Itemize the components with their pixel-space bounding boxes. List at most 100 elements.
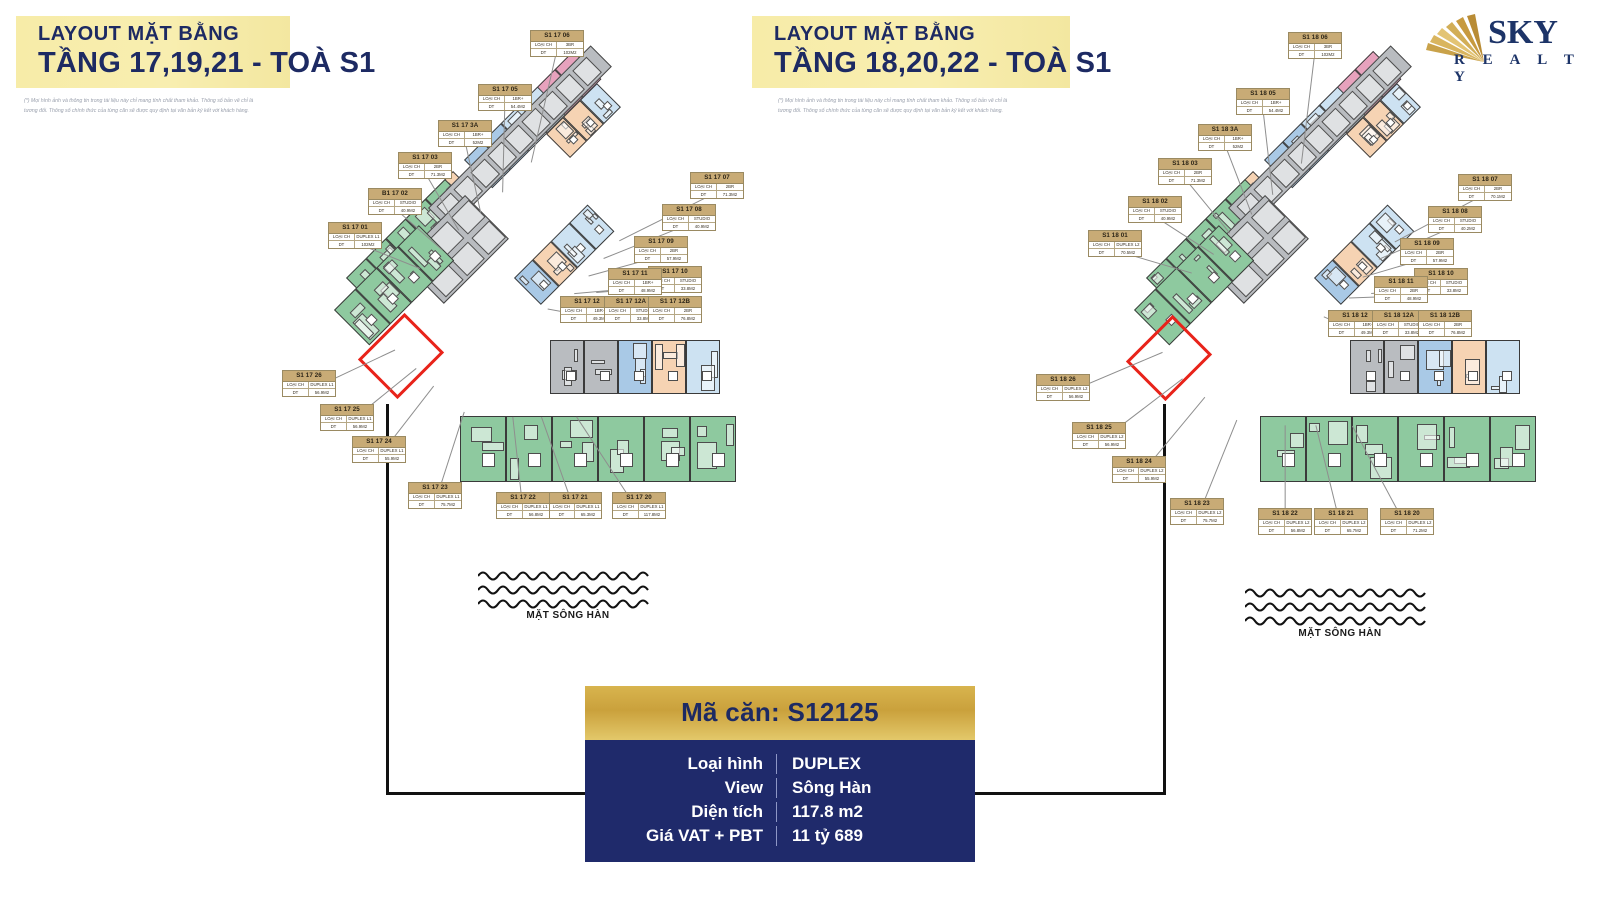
unit-tag[interactable]: B1 17 02LOẠI CHSTUDIODT40.9M2	[368, 188, 422, 215]
unit-tag-type-key: LOẠI CH	[1373, 322, 1399, 329]
unit-tag-type-value: 1BR+	[635, 280, 661, 287]
unit-tag[interactable]: S1 17 09LOẠI CH2BRDT57.9M2	[634, 236, 688, 263]
unit-tag-code: S1 18 23	[1171, 499, 1223, 510]
unit-tag-area-key: DT	[613, 511, 639, 518]
unit-tag[interactable]: S1 17 11LOẠI CH1BR+DT48.9M2	[608, 268, 662, 295]
unit-tag-type-row: LOẠI CHSTUDIO	[1129, 208, 1181, 216]
unit-tag-type-key: LOẠI CH	[409, 494, 435, 501]
unit-tag[interactable]: S1 17 01LOẠI CHDUPLEX L1DT102M2	[328, 222, 382, 249]
unit-tag-area-row: DT71.3M2	[1159, 177, 1211, 184]
unit-tag-type-row: LOẠI CHDUPLEX L2	[1171, 510, 1223, 518]
unit-tag-type-key: LOẠI CH	[635, 248, 661, 255]
unit-tag-area-key: DT	[369, 207, 395, 214]
unit-tag[interactable]: S1 17 20LOẠI CHDUPLEX L1DT117.8M2	[612, 492, 666, 519]
unit-tag-type-row: LOẠI CH1BR+	[1237, 100, 1289, 108]
unit-tag-area-value: 57.9M2	[661, 255, 687, 262]
unit-tag-area-row: DT71.3M2	[691, 191, 743, 198]
unit-tag-area-row: DT102M2	[531, 49, 583, 56]
unit-tag-code: S1 17 25	[321, 405, 373, 416]
unit-tag-code: S1 18 24	[1113, 457, 1165, 468]
unit-tag[interactable]: S1 17 3ALOẠI CH1BR+DT52M2	[438, 120, 492, 147]
unit-tag-code: S1 18 09	[1401, 239, 1453, 250]
unit-tag-type-row: LOẠI CHDUPLEX L1	[283, 382, 335, 390]
unit-tag-type-row: LOẠI CHDUPLEX L2	[1381, 520, 1433, 528]
unit-tag[interactable]: S1 18 23LOẠI CHDUPLEX L2DT75.7M2	[1170, 498, 1224, 525]
tag-leader-line	[502, 104, 505, 192]
unit-tag-area-value: 57.9M2	[1427, 257, 1453, 264]
unit-tag-body: LOẠI CHDUPLEX L2DT75.7M2	[1171, 510, 1223, 525]
unit-tag[interactable]: S1 18 26LOẠI CHDUPLEX L2DT56.9M2	[1036, 374, 1090, 401]
unit-tag-type-row: LOẠI CH2BR	[1459, 186, 1511, 194]
unit-tag-area-key: DT	[1373, 329, 1399, 336]
unit-tag[interactable]: S1 18 20LOẠI CHDUPLEX L2DT71.2M2	[1380, 508, 1434, 535]
unit-tag-type-value: DUPLEX L1	[575, 504, 601, 511]
unit-tag[interactable]: S1 18 05LOẠI CH1BR+DT54.4M2	[1236, 88, 1290, 115]
unit-tag[interactable]: S1 18 22LOẠI CHDUPLEX L2DT56.8M2	[1258, 508, 1312, 535]
unit-tag-body: LOẠI CHDUPLEX L1DT117.8M2	[613, 504, 665, 519]
unit-tag-code: S1 17 03	[399, 153, 451, 164]
unit-tag-body: LOẠI CH2BRDT71.3M2	[399, 164, 451, 179]
unit-tag[interactable]: S1 17 03LOẠI CH2BRDT71.3M2	[398, 152, 452, 179]
unit-tag[interactable]: S1 18 08LOẠI CHSTUDIODT40.2M2	[1428, 206, 1482, 233]
unit-tag[interactable]: S1 18 24LOẠI CHDUPLEX L2DT55.9M2	[1112, 456, 1166, 483]
unit-tag[interactable]: S1 18 09LOẠI CH2BRDT57.9M2	[1400, 238, 1454, 265]
unit-tag[interactable]: S1 18 07LOẠI CH2BRDT70.1M2	[1458, 174, 1512, 201]
unit-tag-area-value: 70.1M2	[1485, 193, 1511, 200]
unit-tag-area-key: DT	[1329, 329, 1355, 336]
unit-tag[interactable]: S1 18 12BLOẠI CH2BRDT76.8M2	[1418, 310, 1472, 337]
unit-tag-body: LOẠI CH2BRDT48.9M2	[1375, 288, 1427, 303]
unit-tag-area-value: 54.4M2	[505, 103, 531, 110]
unit-tag-type-value: DUPLEX L1	[309, 382, 335, 389]
unit-tag-body: LOẠI CH2BRDT57.9M2	[1401, 250, 1453, 265]
unit-tag[interactable]: S1 17 12BLOẠI CH2BRDT76.8M2	[648, 296, 702, 323]
unit-tag-type-value: STUDIO	[1455, 218, 1481, 225]
unit-tag[interactable]: S1 17 23LOẠI CHDUPLEX L1DT75.7M2	[408, 482, 462, 509]
unit-tag-type-row: LOẠI CHDUPLEX L2	[1089, 242, 1141, 250]
unit-tag[interactable]: S1 17 06LOẠI CH3BRDT102M2	[530, 30, 584, 57]
unit-tag-area-value: 55.9M2	[379, 455, 405, 462]
unit-tag-area-row: DT56.9M2	[321, 423, 373, 430]
unit-tag-type-row: LOẠI CH3BR	[531, 42, 583, 50]
unit-tag-type-value: 2BR	[675, 308, 701, 315]
unit-tag-body: LOẠI CH2BRDT76.8M2	[1419, 322, 1471, 337]
unit-tag[interactable]: S1 17 08LOẠI CHSTUDIODT40.9M2	[662, 204, 716, 231]
unit-tag-code: S1 18 03	[1159, 159, 1211, 170]
unit-tag-type-row: LOẠI CHDUPLEX L1	[549, 504, 601, 512]
unit-tag[interactable]: S1 17 07LOẠI CH2BRDT71.3M2	[690, 172, 744, 199]
unit-tag-type-key: LOẠI CH	[1259, 520, 1285, 527]
unit-tag-type-value: DUPLEX L2	[1099, 434, 1125, 441]
unit-tag-type-key: LOẠI CH	[1073, 434, 1099, 441]
unit-tag-type-key: LOẠI CH	[605, 308, 631, 315]
unit-tag[interactable]: S1 17 26LOẠI CHDUPLEX L1DT56.9M2	[282, 370, 336, 397]
info-row-value: Sông Hàn	[777, 778, 975, 798]
unit-tag-type-key: LOẠI CH	[613, 504, 639, 511]
unit-tag[interactable]: S1 17 21LOẠI CHDUPLEX L1DT65.3M2	[548, 492, 602, 519]
info-row-key: View	[585, 778, 777, 798]
unit-tag-type-value: 2BR	[1185, 170, 1211, 177]
unit-tag-body: LOẠI CH2BRDT76.8M2	[649, 308, 701, 323]
unit-tag-type-key: LOẠI CH	[663, 216, 689, 223]
unit-tag[interactable]: S1 18 21LOẠI CHDUPLEX L2DT65.7M2	[1314, 508, 1368, 535]
unit-tag-type-value: STUDIO	[689, 216, 715, 223]
unit-tag[interactable]: S1 17 25LOẠI CHDUPLEX L1DT56.9M2	[320, 404, 374, 431]
unit-tag-type-row: LOẠI CH1BR+	[609, 280, 661, 288]
unit-tag[interactable]: S1 18 06LOẠI CH3BRDT102M2	[1288, 32, 1342, 59]
unit-tag-type-value: 2BR	[661, 248, 687, 255]
unit-tag[interactable]: S1 18 3ALOẠI CH1BR+DT52M2	[1198, 124, 1252, 151]
unit-tag-type-value: DUPLEX L1	[379, 448, 405, 455]
unit-tag-area-key: DT	[399, 171, 425, 178]
unit-tag[interactable]: S1 18 03LOẠI CH2BRDT71.3M2	[1158, 158, 1212, 185]
unit-tag-body: LOẠI CHSTUDIODT40.9M2	[663, 216, 715, 231]
unit-tag[interactable]: S1 17 24LOẠI CHDUPLEX L1DT55.9M2	[352, 436, 406, 463]
river-label-left: MẶT SÔNG HÀN	[478, 610, 658, 621]
unit-tag-area-row: DT76.8M2	[1419, 329, 1471, 336]
unit-tag[interactable]: S1 18 25LOẠI CHDUPLEX L2DT56.9M2	[1072, 422, 1126, 449]
unit-tag[interactable]: S1 18 01LOẠI CHDUPLEX L2DT70.5M2	[1088, 230, 1142, 257]
unit-tag[interactable]: S1 18 11LOẠI CH2BRDT48.9M2	[1374, 276, 1428, 303]
unit-tag[interactable]: S1 17 22LOẠI CHDUPLEX L1DT56.8M2	[496, 492, 550, 519]
unit-tag-type-row: LOẠI CHDUPLEX L1	[353, 448, 405, 456]
unit-tag-type-value: DUPLEX L2	[1139, 468, 1165, 475]
unit-tag[interactable]: S1 18 02LOẠI CHSTUDIODT40.9M2	[1128, 196, 1182, 223]
unit-tag[interactable]: S1 17 05LOẠI CH1BR+DT54.4M2	[478, 84, 532, 111]
unit-tag-type-value: 1BR+	[465, 132, 491, 139]
